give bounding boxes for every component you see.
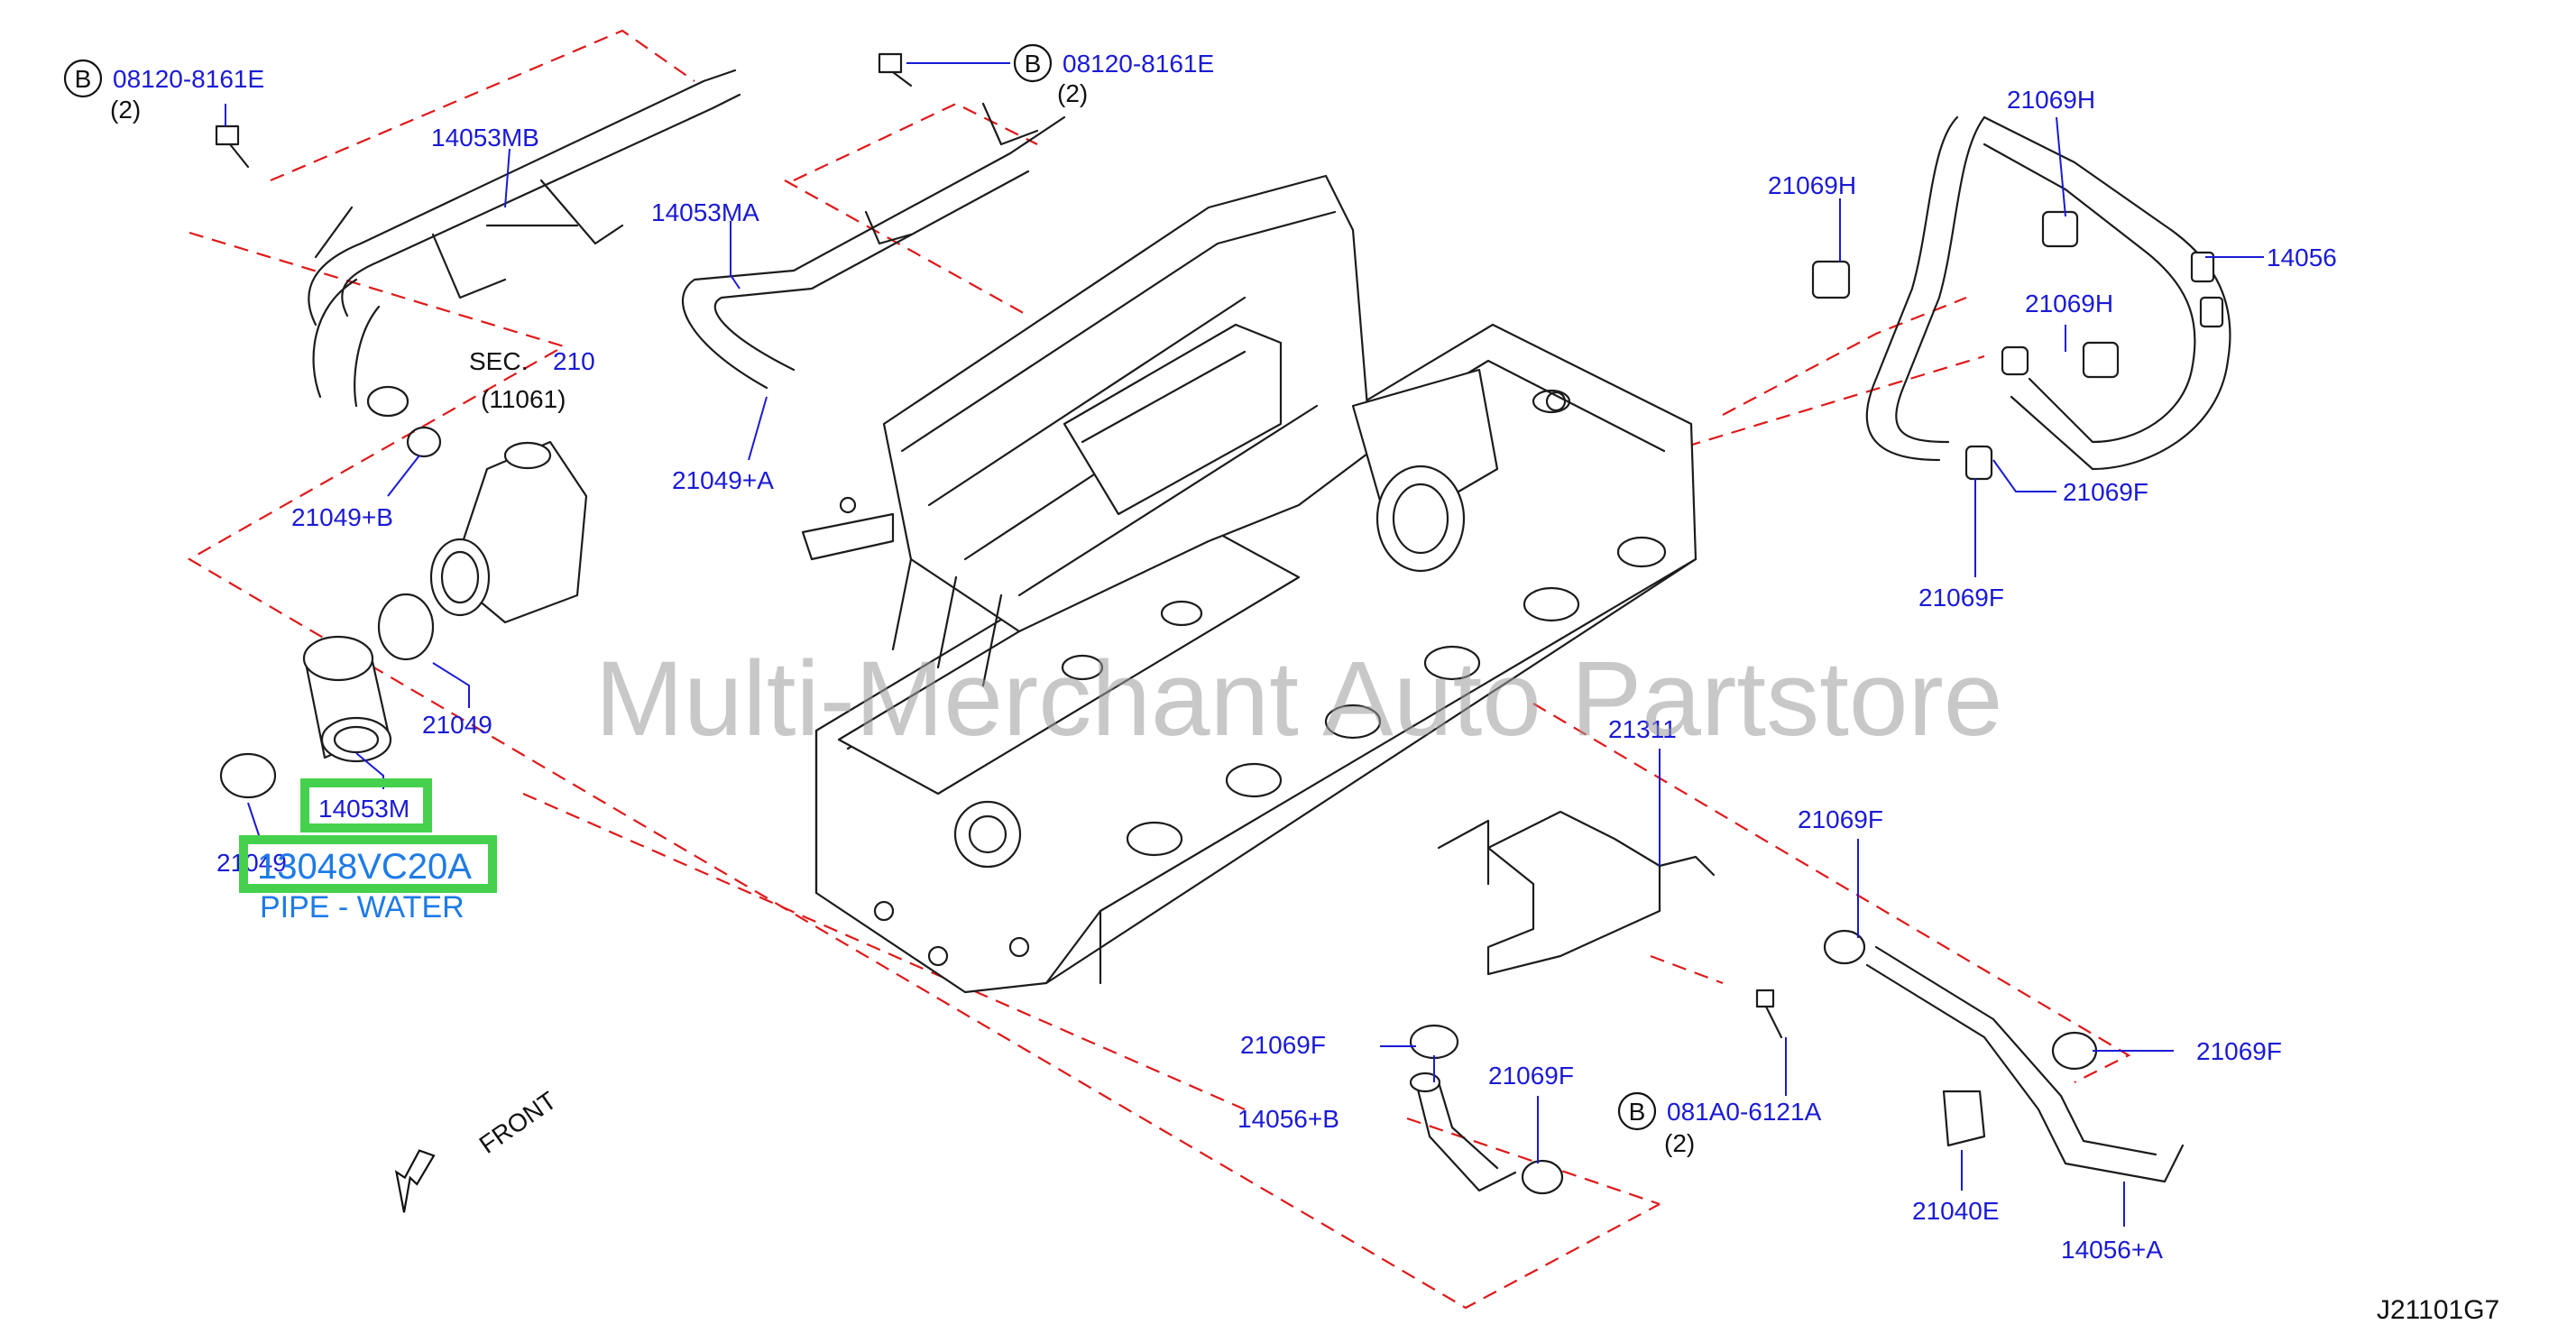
label-14053MA: 14053MA	[651, 198, 759, 226]
lower-components	[1409, 810, 2185, 1195]
part-labels: 08120-8161E (2) 08120-8161E (2) 081A0-61…	[110, 50, 2337, 1264]
label-21069H-b: 21069H	[2007, 86, 2095, 114]
front-direction-indicator: FRONT	[394, 1086, 562, 1213]
water-pipe-assembly	[308, 69, 1066, 418]
bolt-marker-2-letter: B	[1025, 50, 1042, 78]
label-section-number: 210	[553, 347, 595, 375]
diagram-code: J21101G7	[2377, 1295, 2499, 1325]
bolt-marker-1	[63, 59, 103, 98]
label-21049A: 21049+A	[672, 466, 774, 494]
label-section: SEC.	[469, 347, 528, 375]
bolt-marker-1-letter: B	[75, 65, 92, 93]
heater-hoses	[1811, 115, 2231, 481]
label-21069F-c: 21069F	[1798, 805, 1883, 833]
bolt-marker-2	[1013, 43, 1053, 83]
label-14056: 14056	[2267, 244, 2337, 271]
callout-14053M[interactable]: 14053M	[318, 795, 409, 823]
part-description-text: PIPE - WATER	[260, 890, 465, 924]
bolt-markers: B B B	[63, 43, 1657, 1131]
thermostat-housing	[377, 426, 588, 661]
engine-cylinder-head	[801, 174, 1697, 994]
label-21069F-a: 21069F	[2063, 478, 2148, 506]
watermark-text: Multi-Merchant Auto Partstore	[595, 639, 2003, 759]
label-21049B: 21049+B	[291, 503, 393, 531]
label-21049: 21049	[422, 711, 492, 739]
part-number-highlight-box[interactable]	[239, 835, 497, 893]
label-14056A: 14056+A	[2061, 1236, 2163, 1264]
label-bolt3-qty: (2)	[1664, 1129, 1695, 1157]
bolt-marker-3-letter: B	[1629, 1098, 1646, 1126]
label-21069F-e: 21069F	[1488, 1062, 1574, 1090]
label-bolt1-number: 08120-8161E	[113, 65, 264, 93]
label-21049-left: 21049	[216, 849, 287, 877]
water-pipe-13048VC20A	[219, 635, 392, 799]
label-21040E: 21040E	[1912, 1197, 2000, 1225]
part-number-text[interactable]: 13048VC20A	[257, 847, 472, 887]
highlighted-part[interactable]: 14053M 13048VC20A PIPE - WATER	[239, 778, 497, 924]
bolt-marker-3	[1617, 1091, 1657, 1131]
label-21069H-c: 21069H	[2025, 290, 2113, 317]
label-14056B: 14056+B	[1237, 1105, 1339, 1133]
label-21069H-a: 21069H	[1768, 171, 1856, 199]
front-arrow-icon	[394, 1149, 436, 1213]
label-14053MB: 14053MB	[431, 124, 539, 152]
label-21069F-b: 21069F	[1918, 584, 2004, 612]
front-label: FRONT	[474, 1086, 562, 1159]
label-bolt2-qty: (2)	[1057, 79, 1088, 107]
label-bolt3-number: 081A0-6121A	[1667, 1098, 1822, 1126]
label-21069F-f: 21069F	[2196, 1037, 2282, 1065]
label-21069F-d: 21069F	[1240, 1031, 1326, 1059]
label-11061: (11061)	[481, 385, 566, 413]
callout-highlight-box[interactable]	[300, 778, 432, 832]
label-bolt1-qty: (2)	[110, 96, 141, 124]
label-21311: 21311	[1608, 715, 1677, 743]
label-bolt2-number: 08120-8161E	[1063, 50, 1214, 78]
bolt-icons	[215, 52, 913, 169]
